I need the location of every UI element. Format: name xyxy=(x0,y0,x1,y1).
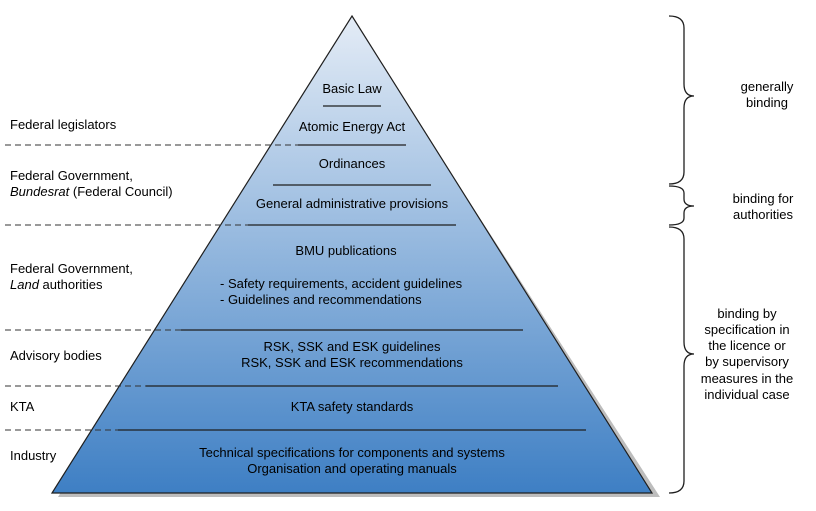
binding-specification-6: individual case xyxy=(704,387,789,402)
level-bmu-publications: BMU publications xyxy=(295,243,397,258)
level-technical-specifications: Technical specifications for components … xyxy=(199,445,505,460)
binding-generally-2: binding xyxy=(746,95,788,110)
level-ordinances: Ordinances xyxy=(319,156,386,171)
binding-specification-3: the licence or xyxy=(708,338,786,353)
binding-specification-2: specification in xyxy=(704,322,789,337)
pyramid xyxy=(50,14,654,494)
level-administrative-provisions: General administrative provisions xyxy=(256,196,449,211)
level-kta-standards: KTA safety standards xyxy=(291,399,414,414)
brace-binding-for-authorities xyxy=(668,185,695,226)
binding-generally-1: generally xyxy=(741,79,794,94)
issuer-federal-legislators: Federal legislators xyxy=(10,117,117,132)
pyramid-labels: Basic Law Atomic Energy Act Ordinances G… xyxy=(199,81,505,476)
binding-specification-1: binding by xyxy=(717,306,777,321)
issuer-labels: Federal legislators Federal Government, … xyxy=(10,117,173,463)
binding-authorities-1: binding for xyxy=(733,191,794,206)
issuer-federal-government-land: Federal Government, xyxy=(10,261,133,276)
issuer-federal-government: Federal Government, xyxy=(10,168,133,183)
issuer-industry: Industry xyxy=(10,448,57,463)
land-italic: Land xyxy=(10,277,40,292)
bundesrat-rest: (Federal Council) xyxy=(69,184,172,199)
binding-specification-4: by supervisory xyxy=(705,354,789,369)
binding-braces xyxy=(668,15,695,494)
level-bmu-item-1: - Safety requirements, accident guidelin… xyxy=(220,276,463,291)
level-operating-manuals: Organisation and operating manuals xyxy=(247,461,457,476)
pyramid-dividers xyxy=(118,105,586,431)
issuer-bundesrat: Bundesrat (Federal Council) xyxy=(10,184,173,199)
land-rest: authorities xyxy=(39,277,103,292)
level-basic-law: Basic Law xyxy=(322,81,382,96)
bundesrat-italic: Bundesrat xyxy=(10,184,71,199)
level-atomic-energy-act: Atomic Energy Act xyxy=(299,119,406,134)
brace-binding-by-specification xyxy=(668,226,695,494)
issuer-separators xyxy=(5,144,298,431)
issuer-land-authorities: Land authorities xyxy=(10,277,103,292)
issuer-advisory-bodies: Advisory bodies xyxy=(10,348,102,363)
issuer-kta: KTA xyxy=(10,399,35,414)
brace-generally-binding xyxy=(668,15,695,185)
level-rsk-recommendations: RSK, SSK and ESK recommendations xyxy=(241,355,463,370)
binding-authorities-2: authorities xyxy=(733,207,793,222)
level-bmu-item-2: - Guidelines and recommendations xyxy=(220,292,422,307)
binding-specification-5: measures in the xyxy=(701,371,794,386)
bindingness-labels: generally binding binding for authoritie… xyxy=(701,79,794,402)
level-rsk-guidelines: RSK, SSK and ESK guidelines xyxy=(263,339,441,354)
